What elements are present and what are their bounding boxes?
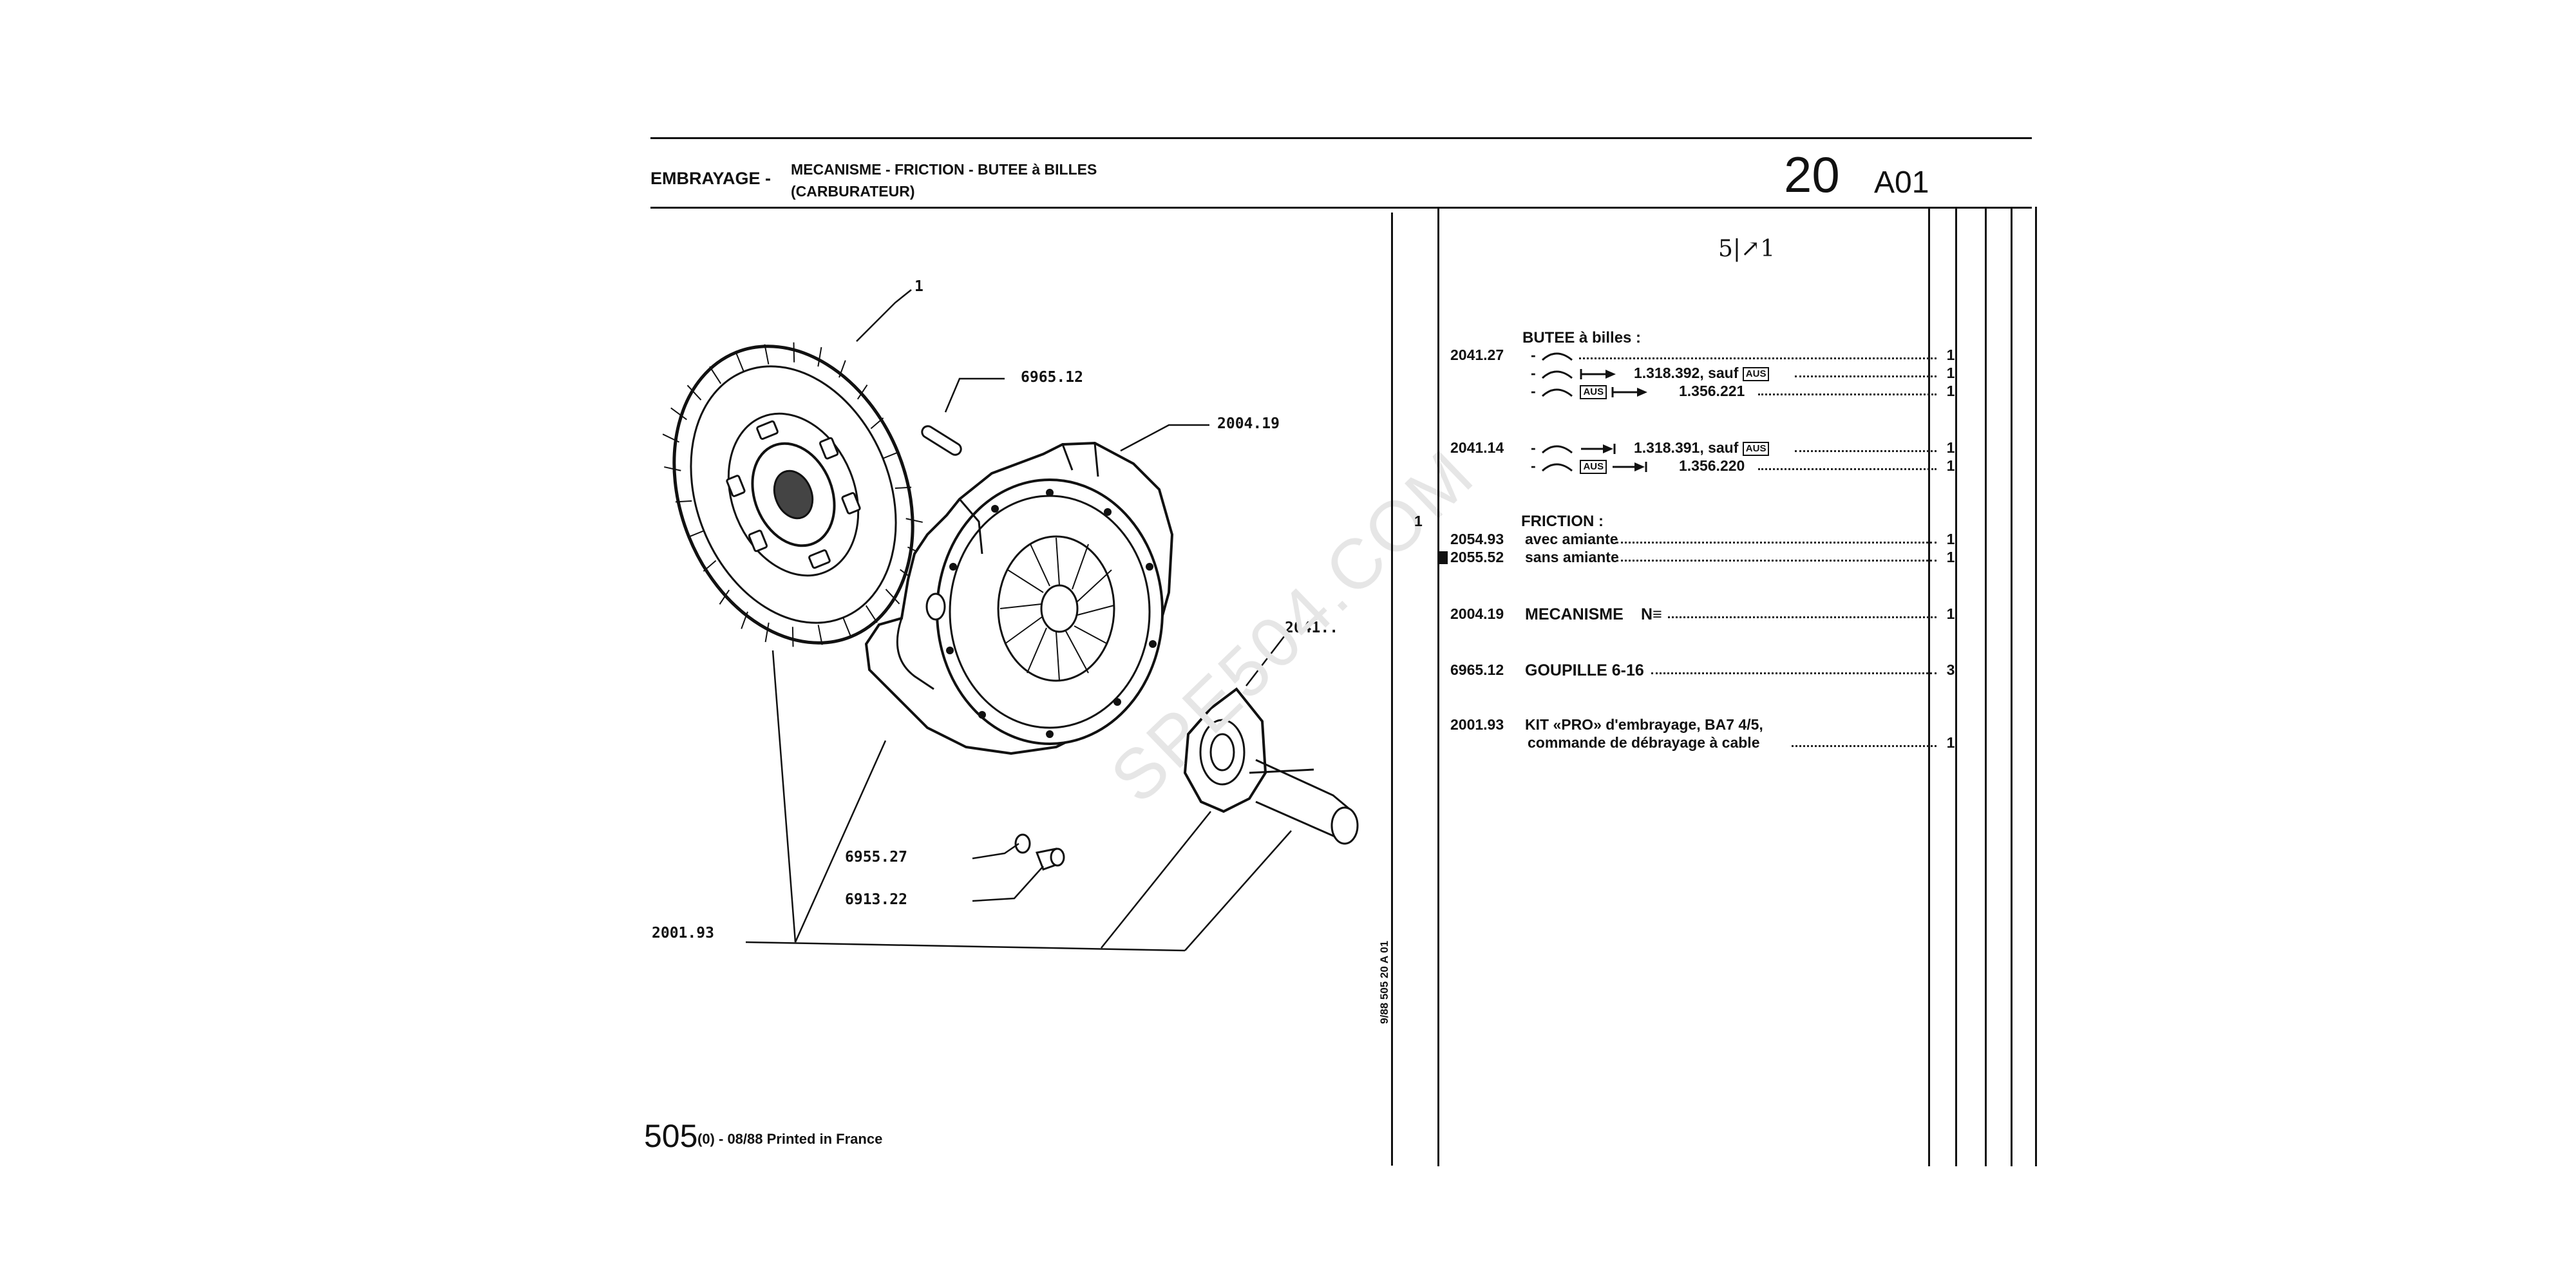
table-row: 2001.93 KIT «PRO» d'embrayage, BA7 4/5, — [1450, 716, 2571, 737]
leader-dots — [1758, 393, 1937, 395]
part-ref: 2055.52 — [1450, 549, 1504, 565]
callout-pin: 6965.12 — [1021, 369, 1083, 386]
washer — [1014, 833, 1031, 854]
callout-mechanism: 2004.19 — [1217, 415, 1280, 432]
side-code: 9/88 505 20 A 01 — [1378, 940, 1390, 1024]
part-desc: sans amiante — [1525, 549, 1619, 565]
variant-icon: - — [1531, 365, 1618, 382]
aus-badge: AUS — [1580, 459, 1607, 474]
part-qty: 1 — [1946, 734, 1955, 751]
butee-heading: BUTEE à billes : — [1522, 329, 1642, 346]
section-subtitle-1: MECANISME - FRICTION - BUTEE à BILLES — [791, 161, 1097, 178]
variant-icon: - — [1531, 346, 1576, 364]
section-title: EMBRAYAGE - — [650, 169, 772, 188]
part-qty: 1 — [1946, 549, 1955, 565]
qty-column-3 — [2011, 207, 2012, 1166]
part-desc: 1.318.391, sauf AUS — [1634, 439, 1770, 457]
friction-heading: FRICTION : — [1521, 513, 1604, 530]
part-desc: 1.318.392, sauf AUS — [1634, 365, 1770, 382]
qty-column-1 — [1955, 207, 1957, 1166]
table-row: - 1.318.392, sauf AUS 1 — [1450, 365, 2571, 385]
callout-bearing: 2041.. — [1285, 620, 1339, 636]
part-qty: 1 — [1946, 531, 1955, 547]
section-subtitle-2: (CARBURATEUR) — [791, 183, 915, 200]
part-desc: KIT «PRO» d'embrayage, BA7 4/5, — [1525, 716, 1763, 733]
part-desc: commande de débrayage à cable — [1528, 734, 1760, 751]
part-qty: 1 — [1946, 605, 1955, 622]
aus-badge: AUS — [1742, 366, 1770, 381]
table-row: 2055.52 sans amiante 1 — [1437, 549, 2571, 569]
table-row: - AUS 1.356.220 1 — [1450, 457, 2571, 478]
part-note: N≡ — [1641, 605, 1662, 623]
leader-dots — [1651, 672, 1937, 674]
release-bearing — [1183, 687, 1359, 845]
part-desc: MECANISME — [1525, 605, 1624, 623]
part-qty: 1 — [1946, 457, 1955, 474]
part-qty: 1 — [1946, 439, 1955, 456]
table-row: - AUS 1.356.221 1 — [1450, 383, 2571, 403]
table-divider-left — [1391, 213, 1393, 1166]
part-ref: 2041.27 — [1450, 346, 1504, 363]
callout-washer: 6955.27 — [845, 849, 907, 866]
leader-lines — [745, 289, 1292, 952]
table-row: 2004.19 MECANISME N≡ 1 — [1450, 605, 2571, 626]
friction-disc — [662, 342, 925, 647]
leader-dots — [1668, 616, 1937, 618]
leader-dots — [1795, 450, 1937, 452]
table-row: 6965.12 GOUPILLE 6-16 3 — [1450, 661, 2571, 682]
table-row: 2054.93 avec amiante 1 — [1450, 531, 2571, 551]
group-number: 20 — [1784, 146, 1840, 203]
leader-dots — [1616, 560, 1937, 562]
part-desc: avec amiante — [1525, 531, 1618, 547]
part-qty: 1 — [1946, 383, 1955, 399]
table-row: 2041.14 - 1.318.391, sauf AUS 1 — [1450, 439, 2571, 460]
variant-icon: - AUS — [1531, 457, 1650, 475]
variant-icon: - AUS — [1531, 383, 1650, 400]
part-desc: GOUPILLE 6-16 — [1525, 661, 1644, 679]
part-desc: 1.356.220 — [1679, 457, 1745, 474]
table-row: commande de débrayage à cable 1 — [1450, 734, 2571, 755]
leader-dots — [1795, 375, 1937, 377]
callout-kit: 2001.93 — [652, 925, 714, 942]
part-qty: 1 — [1946, 346, 1955, 363]
header-top-rule — [650, 137, 2032, 139]
clutch-mechanism — [864, 441, 1174, 755]
table-divider-main — [1437, 207, 1439, 1166]
part-qty: 3 — [1946, 661, 1955, 678]
aus-badge: AUS — [1580, 384, 1607, 399]
handwritten-mark: 5|↗1 — [1718, 236, 1776, 262]
callout-disc: 1 — [914, 278, 923, 295]
qty-column-2 — [1985, 207, 1987, 1166]
header-bottom-rule — [650, 207, 2032, 209]
leader-dots — [1792, 745, 1937, 747]
part-ref: 2004.19 — [1450, 605, 1504, 622]
table-row: 2041.27 - 1 — [1450, 346, 2571, 367]
variant-icon: - — [1531, 439, 1618, 457]
part-ref: 2041.14 — [1450, 439, 1504, 456]
aus-badge: AUS — [1742, 441, 1770, 456]
leader-dots — [1758, 468, 1937, 470]
group-marker: 1 — [1414, 513, 1423, 529]
change-marker — [1437, 551, 1448, 564]
footer-model: 505 — [644, 1118, 698, 1154]
part-ref: 2001.93 — [1450, 716, 1504, 733]
footer-printed: (0) - 08/88 Printed in France — [697, 1131, 883, 1147]
qty-column-4 — [2035, 207, 2037, 1166]
part-desc: 1.356.221 — [1679, 383, 1745, 399]
part-qty: 1 — [1946, 365, 1955, 381]
locating-pin — [921, 425, 962, 456]
qty-column-left — [1928, 207, 1930, 1166]
leader-dots — [1616, 542, 1937, 544]
callout-screw: 6913.22 — [845, 891, 907, 908]
part-ref: 6965.12 — [1450, 661, 1504, 678]
part-ref: 2054.93 — [1450, 531, 1504, 547]
screw — [1035, 848, 1065, 871]
leader-dots — [1579, 357, 1937, 359]
clutch-diagram — [662, 289, 1359, 952]
plate-code: A01 — [1874, 166, 1929, 200]
